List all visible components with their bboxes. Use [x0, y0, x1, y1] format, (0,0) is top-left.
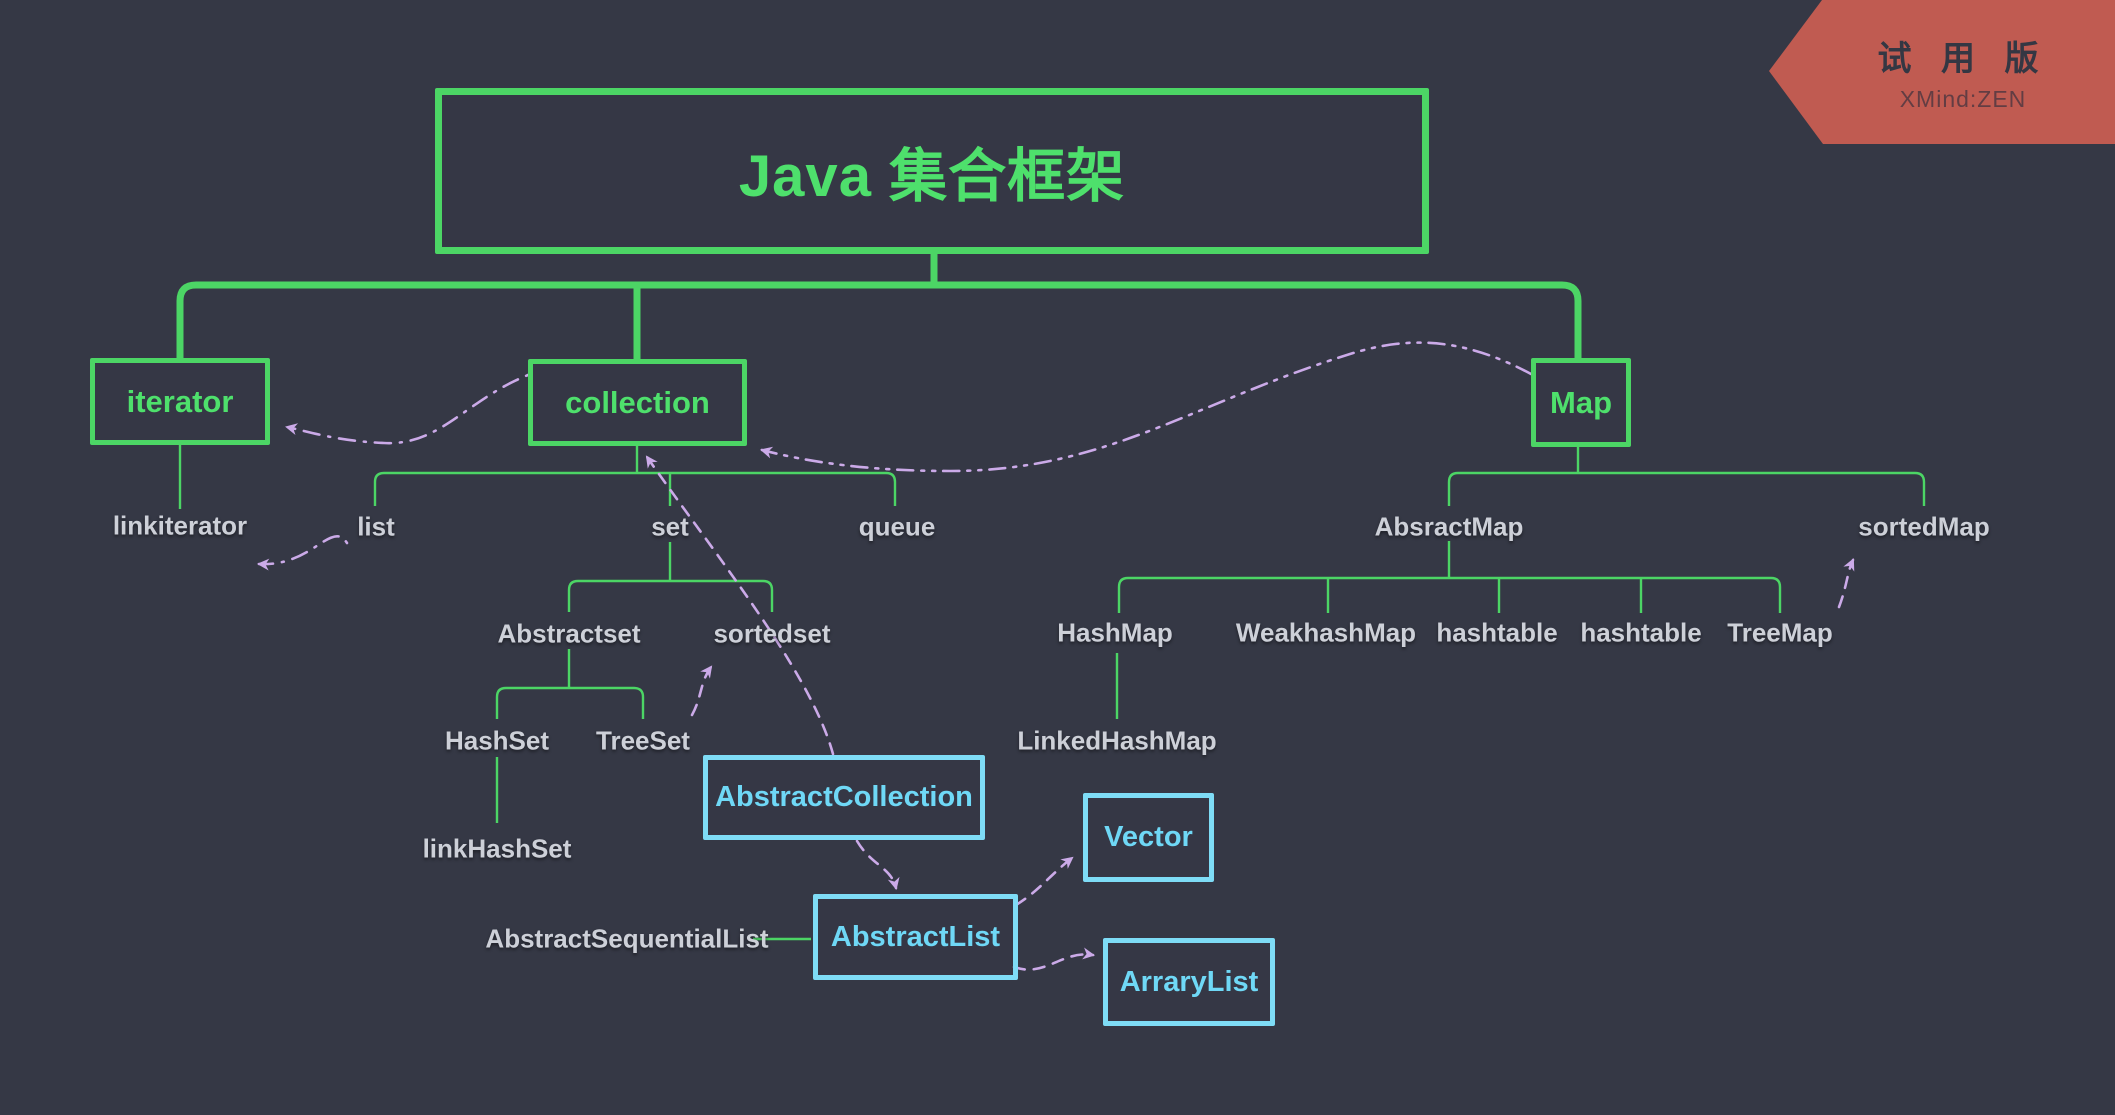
arrow-abstractcollection-to-collection — [645, 455, 835, 756]
topic-absractmap[interactable]: AbsractMap — [1374, 511, 1524, 542]
trial-badge[interactable]: 试 用 版 XMind:ZEN — [1769, 0, 2115, 144]
topic-collection[interactable]: collection — [528, 359, 747, 446]
topic-abstractsequentiallist[interactable]: AbstractSequentialList — [485, 923, 769, 954]
topic-map[interactable]: Map — [1531, 358, 1631, 447]
topic-weakhashmap[interactable]: WeakhashMap — [1235, 617, 1417, 648]
topic-abstractset[interactable]: Abstractset — [497, 618, 641, 649]
arrow-abstractcollection-to-abstractlist — [855, 839, 900, 890]
trial-badge-product: XMind:ZEN — [1899, 86, 2027, 112]
topic-sortedmap[interactable]: sortedMap — [1858, 511, 1990, 542]
connector-set-bracket — [567, 579, 774, 612]
topic-treemap[interactable]: TreeMap — [1727, 617, 1833, 648]
topic-set[interactable]: set — [651, 511, 689, 542]
topic-abstractcollection[interactable]: AbstractCollection — [703, 755, 985, 840]
topic-linkhashset[interactable]: linkHashSet — [422, 833, 572, 864]
topic-queue[interactable]: queue — [858, 511, 936, 542]
arrow-list-to-linkiterator — [257, 535, 349, 571]
connector-abstractset-bracket — [495, 686, 645, 719]
topic-linkedhashmap[interactable]: LinkedHashMap — [1017, 725, 1217, 756]
topic-list[interactable]: list — [357, 511, 395, 542]
arrow-collection-to-iterator — [285, 373, 530, 445]
topic-hashtable-2[interactable]: hashtable — [1580, 617, 1702, 648]
topic-arrarylist[interactable]: ArraryList — [1103, 938, 1275, 1026]
connector-collection-bracket — [373, 471, 897, 506]
arrow-treeset-to-sortedset — [690, 665, 713, 717]
topic-linkiterator[interactable]: linkiterator — [112, 510, 248, 541]
topic-hashtable-1[interactable]: hashtable — [1436, 617, 1558, 648]
arrow-abstractlist-to-arrarylist — [1012, 947, 1095, 971]
topic-sortedset[interactable]: sortedset — [713, 618, 831, 649]
topic-hashmap[interactable]: HashMap — [1057, 617, 1173, 648]
main-branch-connectors — [176, 252, 1582, 360]
topic-vector[interactable]: Vector — [1083, 793, 1214, 882]
sub-branch-connectors — [178, 445, 1926, 941]
connector-main-bracket — [176, 281, 1582, 359]
connector-absractmap-bracket — [1117, 576, 1782, 613]
topic-treeset[interactable]: TreeSet — [596, 725, 690, 756]
arrow-treemap-to-sortedmap — [1837, 558, 1855, 609]
connector-map-bracket — [1447, 471, 1926, 506]
arrow-abstractlist-to-vector — [1014, 856, 1074, 907]
topic-iterator[interactable]: iterator — [90, 358, 270, 445]
topic-abstractlist[interactable]: AbstractList — [813, 894, 1018, 980]
topic-root[interactable]: Java 集合框架 — [435, 88, 1429, 254]
arrow-map-to-collection — [760, 341, 1533, 473]
topic-hashset[interactable]: HashSet — [444, 725, 550, 756]
trial-badge-label: 试 用 版 — [1877, 40, 2049, 78]
